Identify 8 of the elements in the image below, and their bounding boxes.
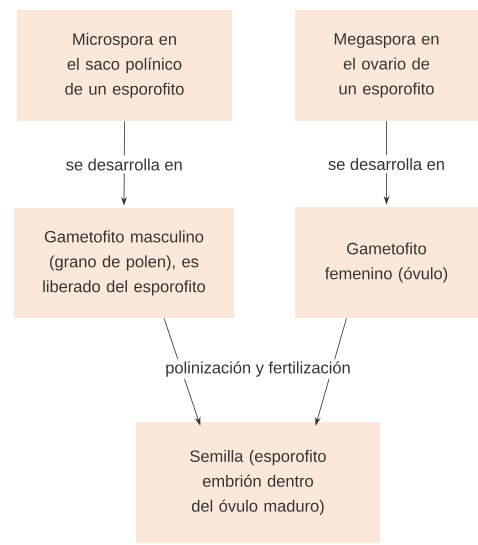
process-box: Gametofito masculino (grano de polen), es liberado del esporofito: [14, 208, 234, 318]
process-box: Semilla (esporofito embrión dentro del óvulo maduro): [136, 422, 380, 543]
edge-label: se desarrolla en: [62, 155, 186, 174]
process-box: Microspora en el saco polínico de un esporofito: [17, 10, 232, 121]
edge-label: se desarrolla en: [325, 154, 448, 174]
caption-text: polinización y fertilización: [163, 359, 353, 379]
process-box: Gametofito femenino (óvulo): [295, 207, 478, 318]
process-box: Megaspora en el ovario de un esporofito: [295, 10, 478, 121]
